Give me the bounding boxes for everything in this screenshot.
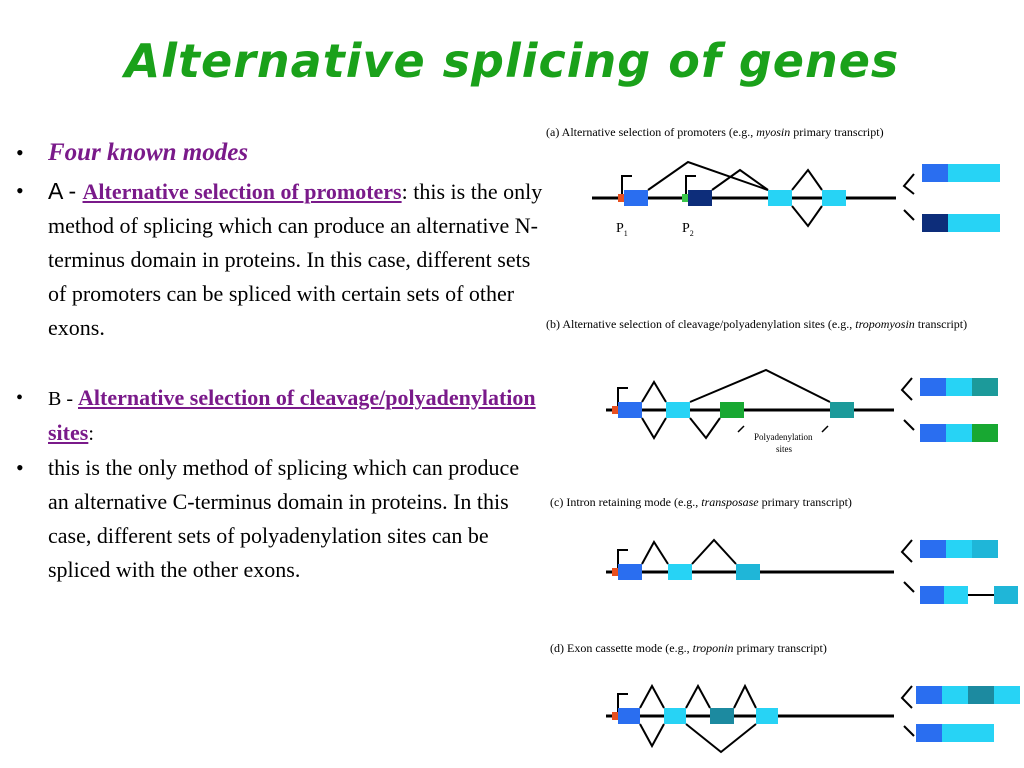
splice-d-top1 bbox=[639, 683, 665, 709]
product-a1 bbox=[922, 164, 1000, 182]
exon-d4 bbox=[756, 708, 778, 724]
panel-a: (a) Alternative selection of promoters (… bbox=[546, 125, 1000, 238]
promoter-arrow-p2 bbox=[685, 175, 696, 198]
product-d2 bbox=[916, 724, 994, 742]
product-a2 bbox=[922, 214, 1000, 232]
splice-d-bot2 bbox=[685, 723, 757, 754]
promoters-link[interactable]: Alternative selection of promoters bbox=[82, 179, 402, 204]
cleavage-link[interactable]: Alternative selection of cleavage/polyad… bbox=[48, 385, 536, 445]
bullet-a-colon: : bbox=[401, 179, 408, 204]
product-d1 bbox=[916, 686, 1020, 704]
bullet-b-colon: : bbox=[88, 423, 94, 445]
arrow-d-up bbox=[900, 685, 913, 709]
bullet-modes: • Four known modes bbox=[14, 136, 544, 170]
arrow-a-down bbox=[903, 209, 915, 221]
label-p1: P1 bbox=[616, 221, 628, 238]
splicing-diagram: (a) Alternative selection of promoters (… bbox=[546, 125, 1020, 754]
bullet-dot: • bbox=[16, 455, 24, 480]
product-b2 bbox=[920, 424, 998, 442]
splice-d-bot1 bbox=[639, 723, 665, 749]
arrow-d-down bbox=[903, 725, 915, 737]
promoter-p2-mark bbox=[682, 194, 688, 202]
exon-c1 bbox=[618, 564, 642, 580]
polya-label-2: sites bbox=[776, 444, 792, 454]
panel-c-caption: (c) Intron retaining mode (e.g., transpo… bbox=[550, 495, 852, 509]
panel-d: (d) Exon cassette mode (e.g., troponin p… bbox=[550, 641, 1020, 754]
arrow-c-up bbox=[900, 539, 913, 563]
splice-a-top1 bbox=[647, 160, 769, 191]
modes-heading: Four known modes bbox=[48, 139, 249, 166]
splice-b-bot1 bbox=[641, 417, 667, 440]
splice-b-top1 bbox=[641, 380, 667, 403]
panel-b-caption: (b) Alternative selection of cleavage/po… bbox=[546, 317, 967, 331]
panel-a-caption: (a) Alternative selection of promoters (… bbox=[546, 125, 884, 139]
promoter-d-mark bbox=[612, 712, 618, 720]
exon-d3 bbox=[710, 708, 734, 724]
promoter-c-mark bbox=[612, 568, 618, 576]
bullet-a-prefix: A - bbox=[48, 178, 83, 204]
bullet-dot: • bbox=[16, 387, 24, 409]
bullet-b-prefix: B - bbox=[48, 388, 78, 410]
promoter-b-mark bbox=[612, 406, 618, 414]
arrow-b-down bbox=[903, 419, 915, 431]
exon-a2 bbox=[688, 190, 712, 206]
exon-c2 bbox=[668, 564, 692, 580]
bullet-dot: • bbox=[16, 178, 24, 203]
exon-b2 bbox=[666, 402, 690, 418]
splice-c-top2 bbox=[691, 538, 737, 565]
product-b1 bbox=[920, 378, 998, 396]
exon-d1 bbox=[618, 708, 640, 724]
bullet-c: • this is the only method of splicing wh… bbox=[14, 451, 544, 587]
arrow-a-up bbox=[902, 173, 915, 195]
exon-a4 bbox=[822, 190, 846, 206]
product-c1 bbox=[920, 540, 998, 558]
polya-pointer-1 bbox=[737, 425, 745, 433]
bullet-a: • A - Alternative selection of promoters… bbox=[14, 174, 544, 345]
bullet-a-text: this is the only method of splicing whic… bbox=[48, 179, 543, 340]
exon-a1 bbox=[624, 190, 648, 206]
bullet-c-text: this is the only method of splicing whic… bbox=[48, 455, 520, 582]
arrow-c-down bbox=[903, 581, 915, 593]
product-c2 bbox=[920, 586, 1018, 604]
exon-b1 bbox=[618, 402, 642, 418]
splice-b-bot2 bbox=[689, 417, 721, 440]
panel-d-caption: (d) Exon cassette mode (e.g., troponin p… bbox=[550, 641, 827, 655]
exon-b4 bbox=[830, 402, 854, 418]
panel-b: (b) Alternative selection of cleavage/po… bbox=[546, 317, 998, 454]
splice-d-top2 bbox=[685, 683, 711, 709]
bullet-list: • Four known modes • A - Alternative sel… bbox=[14, 136, 544, 587]
bullet-b: • B - Alternative selection of cleavage/… bbox=[14, 381, 544, 451]
exon-d2 bbox=[664, 708, 686, 724]
polya-pointer-2 bbox=[821, 425, 829, 433]
exon-a3 bbox=[768, 190, 792, 206]
splice-a-top2 bbox=[711, 168, 769, 191]
exon-c3 bbox=[736, 564, 760, 580]
splice-a-bot bbox=[791, 205, 823, 228]
splice-d-top3 bbox=[733, 683, 757, 709]
bullet-dot: • bbox=[16, 140, 24, 165]
panel-c: (c) Intron retaining mode (e.g., transpo… bbox=[550, 495, 1018, 604]
label-p2: P2 bbox=[682, 221, 694, 238]
splice-b-top2 bbox=[689, 368, 831, 403]
exon-b3 bbox=[720, 402, 744, 418]
splice-c-top1 bbox=[641, 540, 669, 565]
polya-label-1: Polyadenylation bbox=[754, 432, 813, 442]
splice-a-top3 bbox=[791, 168, 823, 191]
arrow-b-up bbox=[900, 377, 913, 401]
promoter-arrow-p1 bbox=[621, 175, 632, 198]
promoter-p1-mark bbox=[618, 194, 624, 202]
slide-title: Alternative splicing of genes bbox=[124, 34, 900, 88]
